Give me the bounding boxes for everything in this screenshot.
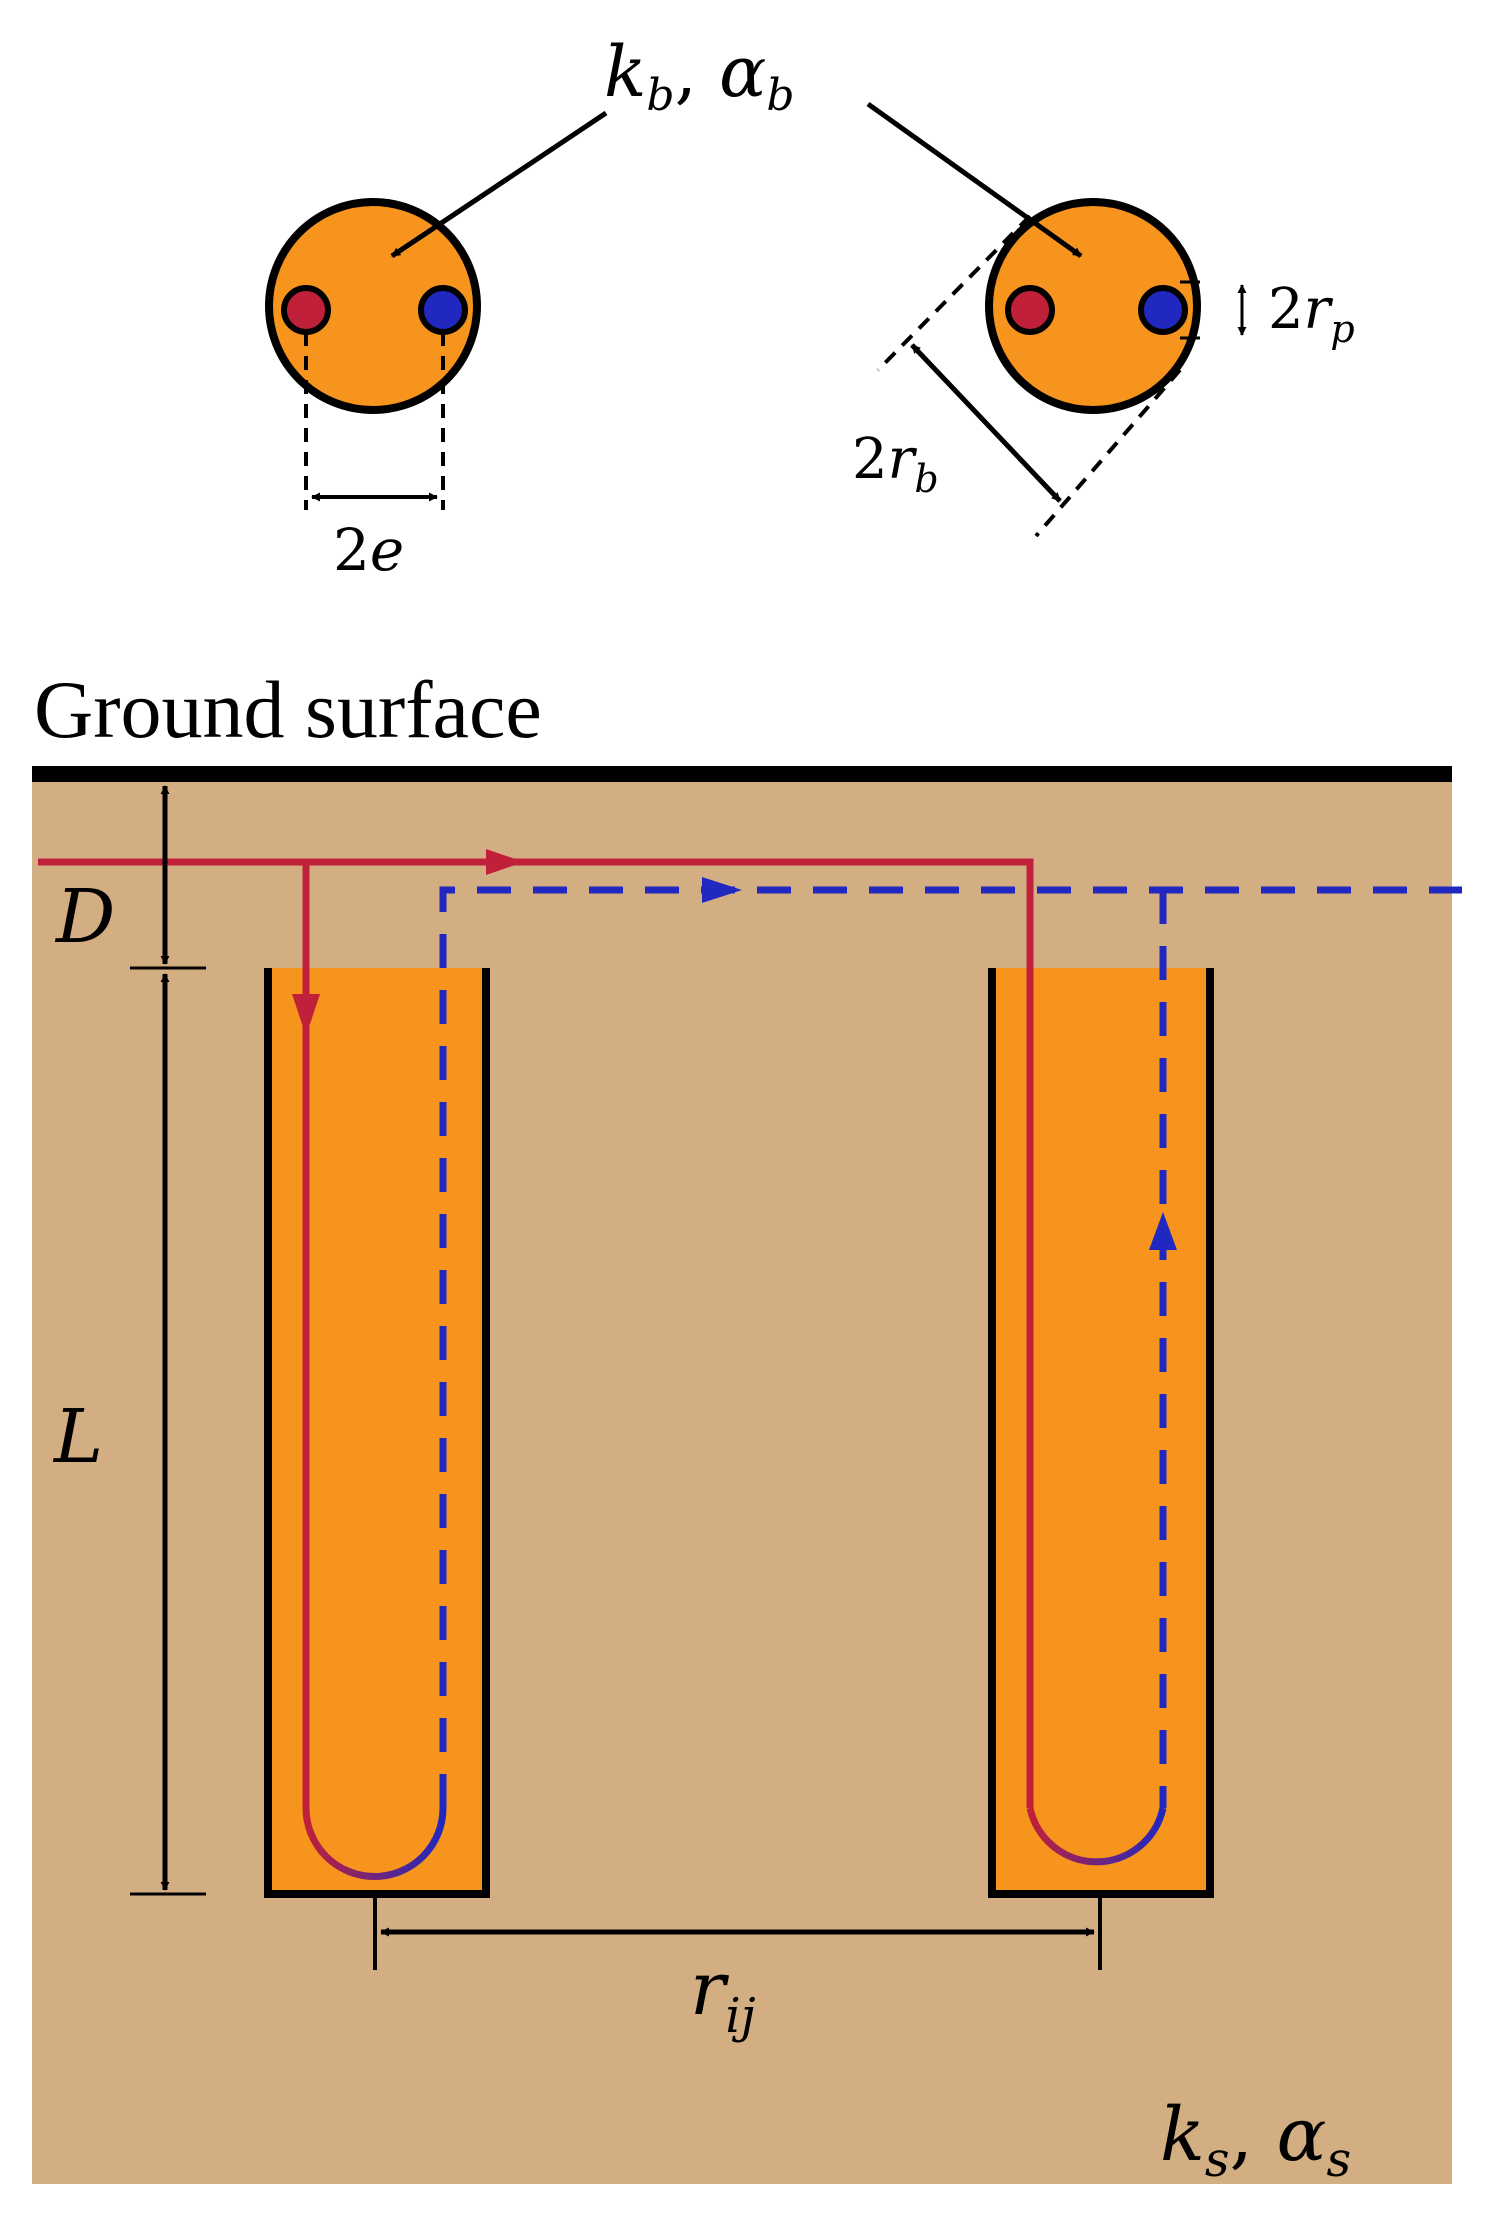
borehole-left xyxy=(264,968,490,1898)
outlet-pipe-network xyxy=(439,886,1462,1808)
cross-section-left xyxy=(265,198,481,510)
soil-region xyxy=(32,766,1452,2184)
outlet-flow-arrow-vertical xyxy=(1149,1212,1177,1250)
pointer-arrow-right xyxy=(866,101,1083,259)
borehole-radius-dimension xyxy=(910,343,1062,503)
borehole-spacing-label: rij xyxy=(690,1946,756,2044)
ground-surface-line xyxy=(32,766,1452,782)
borehole-cross-section-left xyxy=(265,198,481,414)
pointer-arrow-left xyxy=(390,110,608,259)
u-bend-right xyxy=(1026,1807,1167,1866)
borehole-length-label: L xyxy=(52,1394,103,1480)
borehole-right xyxy=(988,968,1214,1898)
inlet-flow-arrow-horizontal xyxy=(486,849,524,875)
cross-section-right xyxy=(876,198,1247,538)
buried-depth-label: D xyxy=(54,874,115,960)
inlet-flow-arrow-vertical xyxy=(292,994,320,1036)
outlet-pipe-cross-section-right xyxy=(1138,285,1188,335)
pipe-radius-label: 2rp xyxy=(1268,277,1355,351)
inlet-pipe-cross-section-left xyxy=(281,285,331,335)
borehole-radius-label: 2rb xyxy=(852,427,939,501)
outlet-flow-arrow-horizontal xyxy=(702,877,742,903)
shank-spacing-label: 2e xyxy=(333,516,404,584)
borehole-properties-label: kb, αb xyxy=(604,31,795,121)
u-bend-left xyxy=(302,1807,447,1880)
ground-surface-label: Ground surface xyxy=(34,664,542,755)
outlet-pipe-cross-section-left xyxy=(418,285,468,335)
soil-properties-label: ks, αs xyxy=(1160,2092,1351,2188)
inlet-pipe-cross-section-right xyxy=(1005,285,1055,335)
